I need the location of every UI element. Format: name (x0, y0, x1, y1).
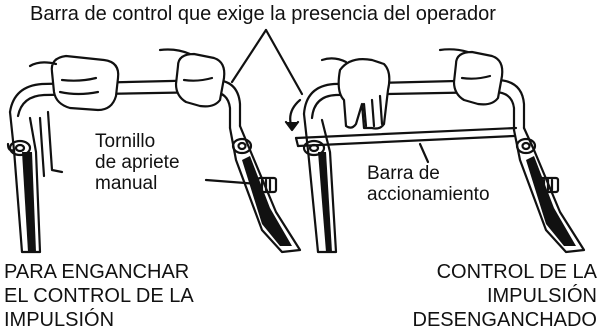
right-hands (320, 48, 504, 130)
pointer-left (230, 28, 268, 84)
label-knob-line-2: de apriete (95, 152, 180, 173)
caption-left: PARA ENGANCHAR EL CONTROL DE LA IMPULSIÓ… (4, 260, 194, 332)
label-bar-line-1: Barra de (367, 163, 440, 184)
caption-right: CONTROL DE LA IMPULSIÓN DESENGANCHADO (413, 260, 597, 332)
diagram-title: Barra de control que exige la presencia … (30, 3, 496, 25)
label-bar: Barra de accionamiento (367, 163, 490, 205)
pointer-bar (418, 142, 430, 164)
caption-right-line-1: CONTROL DE LA (436, 261, 597, 283)
label-knob-line-3: manual (95, 173, 158, 194)
label-bar-line-2: accionamiento (367, 184, 490, 205)
pointer-right (264, 28, 304, 96)
caption-left-line-3: IMPULSIÓN (4, 309, 115, 331)
left-hands (28, 48, 226, 112)
caption-left-line-1: PARA ENGANCHAR (4, 261, 190, 283)
caption-right-line-3: DESENGANCHADO (412, 309, 597, 331)
label-knob-line-1: Tornillo (95, 131, 156, 152)
label-knob: Tornillo de apriete manual (95, 131, 180, 194)
caption-right-line-2: IMPULSIÓN (486, 285, 597, 307)
caption-left-line-2: EL CONTROL DE LA (4, 285, 194, 307)
